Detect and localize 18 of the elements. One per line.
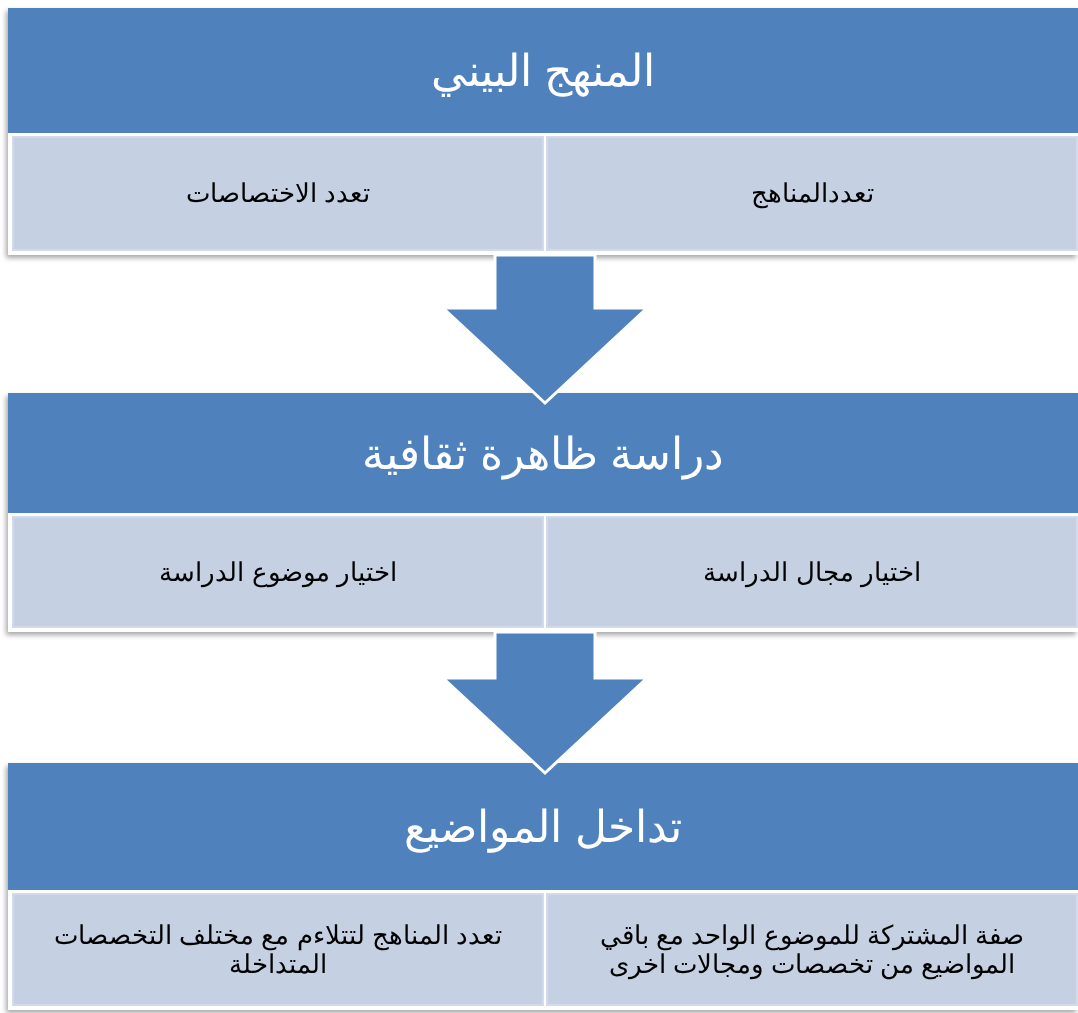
panel-heading: تداخل المواضيع (8, 763, 1078, 890)
content-cell (12, 136, 544, 251)
panel-card (8, 393, 1078, 632)
panel-heading: المنهج البيني (8, 8, 1078, 133)
content-cell (12, 516, 544, 628)
panel-card (8, 763, 1078, 1010)
content-cell (546, 893, 1078, 1006)
panel-card (8, 8, 1078, 255)
cell-text: تعددالمناهج (750, 179, 874, 208)
cell-text: تعدد الاختصاصات (185, 179, 371, 208)
cell-text: اختيار موضوع الدراسة (159, 557, 397, 587)
panel-heading: دراسة ظاهرة ثقافية (8, 393, 1078, 513)
cell-text: اختيار مجال الدراسة (703, 557, 921, 587)
cell-text: صفة المشتركة للموضوع الواحد مع باقي المواضيع من تخصصات ومجالات اخرى (598, 920, 1026, 979)
content-cell (546, 136, 1078, 251)
content-cell (12, 893, 544, 1006)
cell-text: تعدد المناهج لتتلاءم مع مختلف التخصصات المتداخلة (52, 920, 504, 979)
content-cell (546, 516, 1078, 628)
